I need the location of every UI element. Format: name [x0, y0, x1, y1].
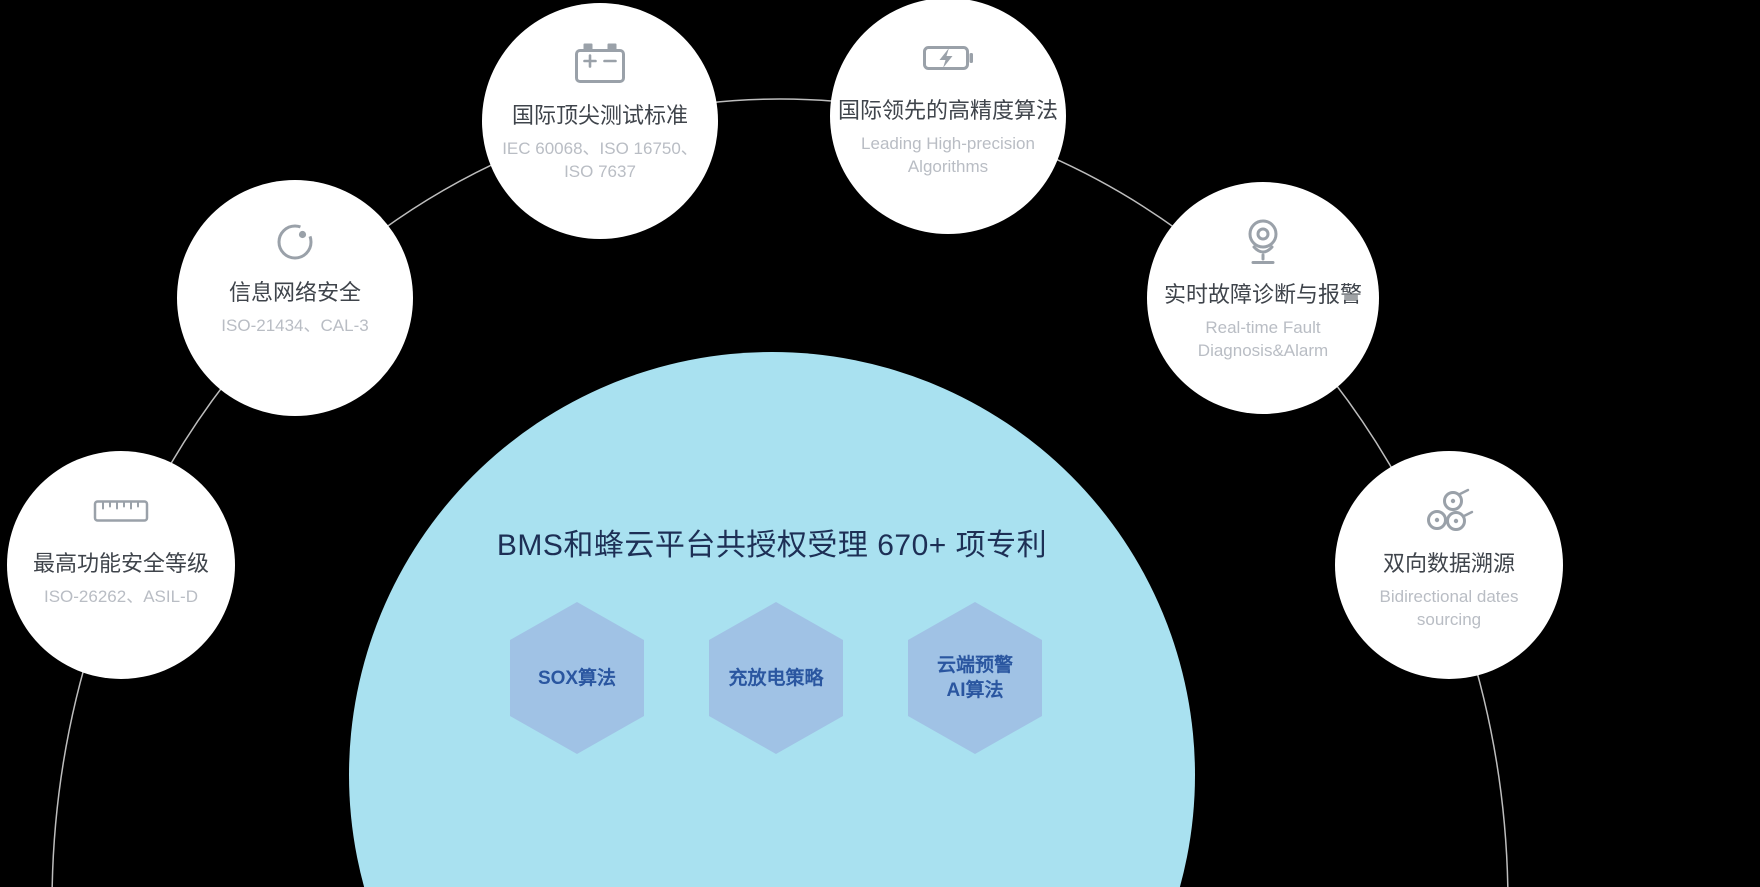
ruler-icon — [93, 485, 149, 537]
webcam-icon — [1239, 216, 1287, 268]
node-title: 双向数据溯源 — [1382, 551, 1515, 576]
node-subtitle: Real-time Fault Diagnosis&Alarm — [1197, 318, 1329, 360]
car-battery-icon — [574, 37, 626, 89]
node-title: 最高功能安全等级 — [32, 551, 209, 576]
node-subtitle: Bidirectional dates sourcing — [1379, 587, 1519, 629]
node-title: 国际领先的高精度算法 — [837, 98, 1058, 123]
node-network-security: 信息网络安全 ISO-21434、CAL-3 — [177, 180, 413, 416]
node-functional-safety: 最高功能安全等级 ISO-26262、ASIL-D — [7, 451, 235, 679]
node-title: 实时故障诊断与报警 — [1163, 282, 1362, 307]
coil-stack-icon — [1423, 485, 1475, 537]
node-data-tracing: 双向数据溯源 Bidirectional dates sourcing — [1335, 451, 1563, 679]
hexagon-label-line2: AI算法 — [946, 680, 1004, 701]
node-title: 国际顶尖测试标准 — [511, 103, 688, 128]
node-subtitle: ISO-21434、CAL-3 — [221, 316, 369, 335]
hexagon-label-line1: 云端预警 — [936, 655, 1013, 676]
node-title: 信息网络安全 — [228, 280, 361, 305]
node-precision-algorithms: 国际领先的高精度算法 Leading High-precision Algori… — [830, 0, 1066, 234]
node-subtitle: Leading High-precision Algorithms — [861, 134, 1035, 176]
node-fault-diagnosis: 实时故障诊断与报警 Real-time Fault Diagnosis&Alar… — [1147, 182, 1379, 414]
node-subtitle: ISO-26262、ASIL-D — [43, 587, 198, 606]
node-testing-standards: 国际顶尖测试标准 IEC 60068、ISO 16750、ISO 7637 — [482, 3, 718, 239]
battery-charging-icon — [922, 32, 974, 84]
node-subtitle: IEC 60068、ISO 16750、ISO 7637 — [502, 139, 698, 181]
security-camera-icon — [271, 214, 319, 266]
hexagon-label: 充放电策略 — [728, 667, 824, 689]
dome-title: BMS和蜂云平台共授权受理 670+ 项专利 — [496, 529, 1048, 562]
hexagon-label: SOX算法 — [537, 667, 617, 689]
